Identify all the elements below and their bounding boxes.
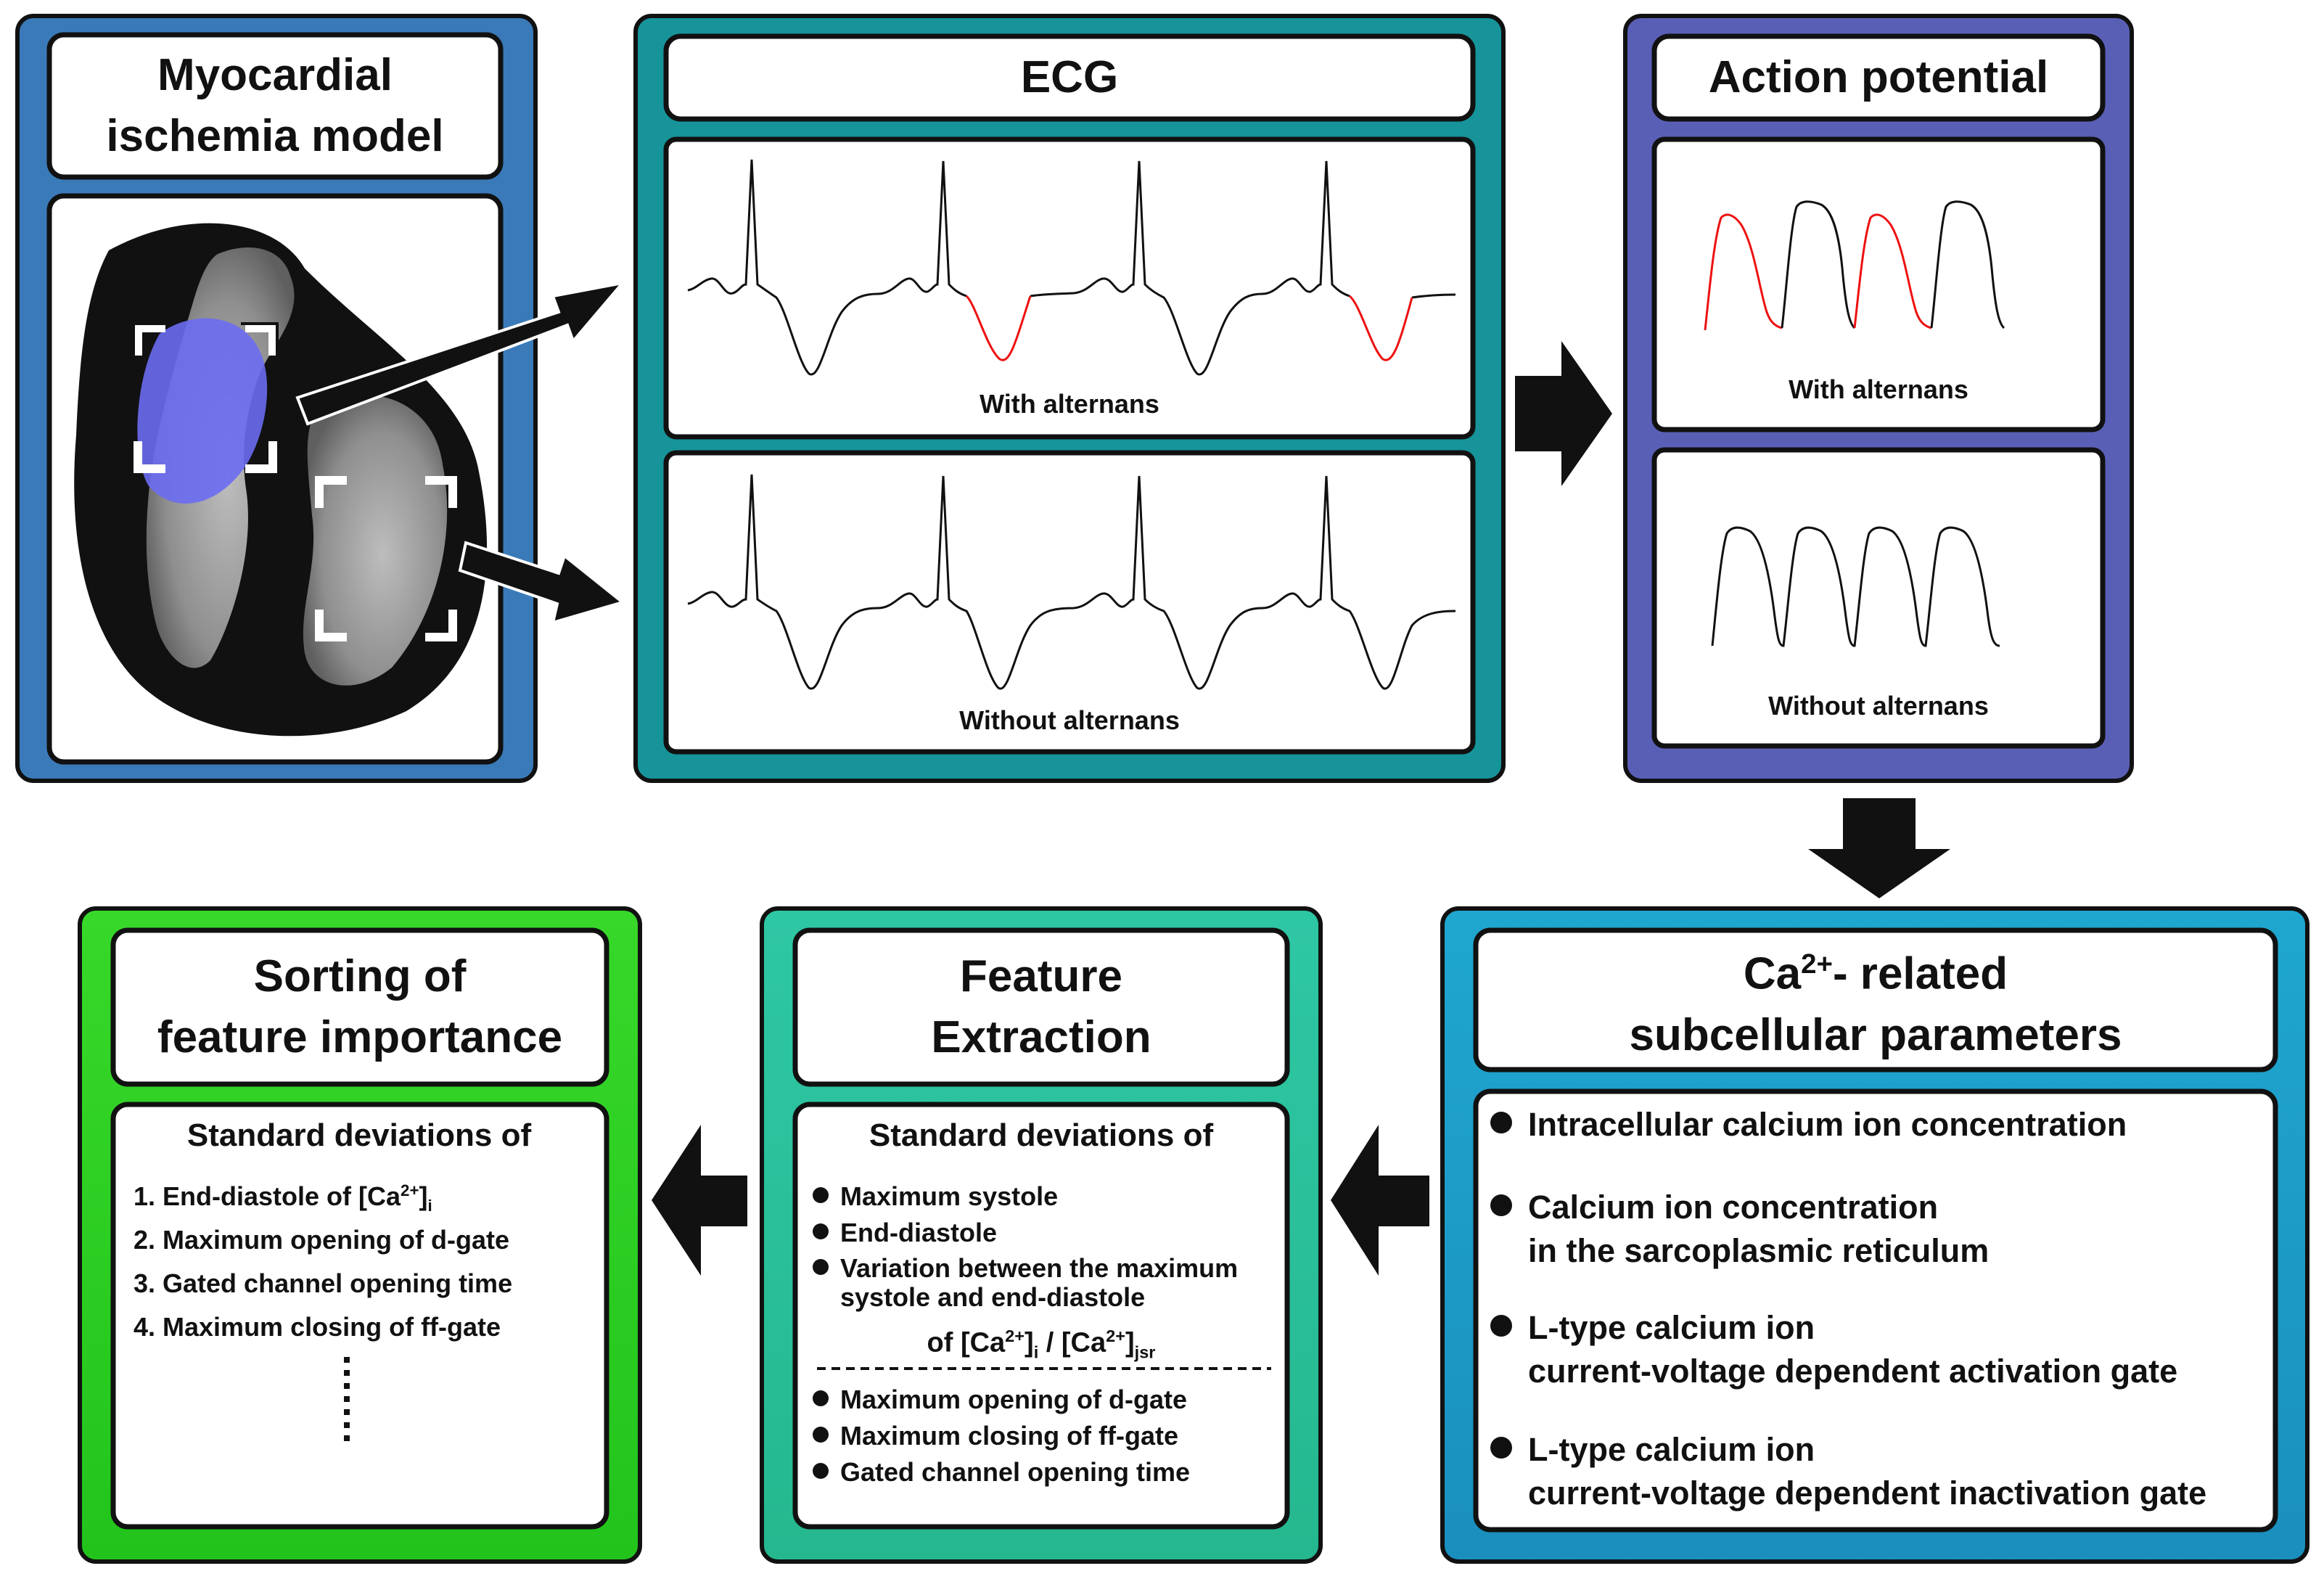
feature-item-6-text: Gated channel opening time [840, 1457, 1191, 1487]
feature-item-2-text: End-diastole [840, 1218, 998, 1247]
bullet-icon [1490, 1437, 1512, 1459]
ca-title-line1: Ca2+- related [1744, 934, 2008, 1005]
sorting-item-1: 1. End-diastole of [Ca2+]i [134, 1181, 432, 1215]
ca-title-sup: 2+ [1801, 948, 1833, 980]
of-slash: / [Ca [1038, 1327, 1106, 1358]
sorting-title: Sorting of feature importance [113, 930, 607, 1084]
feature-title-line1: Feature [960, 951, 1122, 1001]
feature-item-4-text: Maximum opening of d-gate [840, 1385, 1188, 1414]
ca-param-item-1: Intracellular calcium ion concentration [1490, 1106, 2127, 1144]
sorting-item-4: 4. Maximum closing of ff-gate [134, 1312, 501, 1342]
ischemia-title: Myocardial ischemia model [49, 35, 501, 177]
bullet-icon [813, 1427, 829, 1443]
arrow-feature-to-sorting [652, 1125, 747, 1276]
bullet-icon [813, 1463, 829, 1480]
sorting-item-2: 2. Maximum opening of d-gate [134, 1225, 510, 1255]
feature-item-variation: Variation between the maximum systole an… [813, 1254, 1238, 1312]
of-mid: ] [1025, 1327, 1034, 1358]
ca-title-suffix: - related [1832, 948, 2008, 999]
ecg-title: ECG [666, 36, 1473, 119]
of-sub2: jsr [1134, 1342, 1156, 1362]
feature-item-opening-time: Gated channel opening time [813, 1457, 1190, 1488]
ap-caption-with: With alternans [1789, 374, 1968, 404]
ca-param-item-3: L-type calcium ion current-voltage depen… [1490, 1306, 2177, 1393]
ca-param-1-line1: Intracellular calcium ion concentration [1528, 1106, 2127, 1143]
sorting-list: Standard deviations of 1. End-diastole o… [123, 1115, 595, 1521]
ca-title-prefix: Ca [1743, 948, 1802, 999]
ca-params-list: Intracellular calcium ion concentration … [1490, 1106, 2267, 1519]
ap-caption-without: Without alternans [1768, 691, 1989, 721]
bullet-icon [813, 1390, 829, 1407]
ap-title-text: Action potential [1708, 52, 2049, 102]
ca-param-item-2: Calcium ion concentration in the sarcopl… [1490, 1186, 1989, 1273]
feature-title-line2: Extraction [931, 1012, 1151, 1062]
ca-param-2-line1: Calcium ion concentration [1528, 1189, 1939, 1226]
ap-with-alternans-trace [1704, 200, 2005, 331]
bullet-icon [1490, 1194, 1512, 1217]
arrow-ap-to-ca [1808, 798, 1950, 898]
sorting-heading: Standard deviations of [186, 1117, 532, 1153]
feature-item-3-line2: systole and end-diastole [840, 1282, 1146, 1312]
arrow-ca-to-feature [1331, 1125, 1429, 1276]
ca-title-line2: subcellular parameters [1629, 1009, 2122, 1060]
arrow-to-ecg-without [458, 541, 626, 625]
feature-item-d-gate: Maximum opening of d-gate [813, 1385, 1187, 1415]
ca-param-3-line1: L-type calcium ion [1528, 1309, 1815, 1346]
feature-item-1-text: Maximum systole [840, 1181, 1059, 1211]
ecg-caption-with: With alternans [980, 389, 1159, 419]
of-sub1: i [1033, 1342, 1039, 1362]
bullet-icon [813, 1223, 829, 1240]
ecg-alternans-highlight [965, 295, 1413, 361]
of-prefix: of [Ca [927, 1327, 1006, 1358]
ca-param-3-line2: current-voltage dependent activation gat… [1528, 1353, 2178, 1390]
heart-image [46, 193, 504, 765]
sorting-item-1-sup: 2+ [401, 1181, 419, 1199]
sorting-item-1-prefix: 1. End-diastole of [Ca [134, 1181, 401, 1211]
sorting-item-3: 3. Gated channel opening time [134, 1268, 513, 1298]
ecg-without-alternans-trace [687, 474, 1456, 690]
feature-item-ff-gate: Maximum closing of ff-gate [813, 1421, 1178, 1451]
ecg-with-alternans-trace [687, 159, 1456, 376]
of-sup1: 2+ [1005, 1326, 1025, 1345]
ca-param-4-line2: current-voltage dependent inactivation g… [1528, 1475, 2207, 1512]
feature-title: Feature Extraction [795, 930, 1287, 1084]
feature-heading: Standard deviations of [869, 1117, 1214, 1153]
ischemia-title-line1: Myocardial [157, 50, 393, 100]
bullet-icon [1490, 1112, 1512, 1134]
bullet-icon [813, 1187, 829, 1204]
ischemia-title-line2: ischemia model [106, 111, 444, 161]
sorting-title-line1: Sorting of [253, 951, 467, 1001]
bullet-icon [813, 1259, 829, 1276]
feature-item-end-diastole: End-diastole [813, 1218, 997, 1248]
of-end: ] [1125, 1327, 1135, 1358]
arrow-ecg-to-ap [1515, 341, 1612, 486]
feature-item-max-systole: Maximum systole [813, 1181, 1058, 1212]
feature-item-3-line1: Variation between the maximum [840, 1253, 1239, 1283]
feature-list: Standard deviations of Maximum systole E… [805, 1115, 1277, 1521]
region-bracket-normal [315, 476, 457, 641]
ca-param-item-4: L-type calcium ion current-voltage depen… [1490, 1428, 2206, 1515]
ecg-title-text: ECG [1020, 52, 1119, 102]
ap-without-alternans-trace [1711, 526, 2000, 647]
sorting-item-1-sub: i [427, 1197, 432, 1215]
ca-param-4-line1: L-type calcium ion [1528, 1431, 1815, 1468]
arrow-to-ecg-with [295, 280, 627, 426]
feature-item-5-text: Maximum closing of ff-gate [840, 1421, 1179, 1451]
ca-title: Ca2+- related subcellular parameters [1476, 930, 2275, 1070]
feature-of-ca-ratio: of [Ca2+]i / [Ca2+]jsr [805, 1326, 1277, 1362]
sorting-item-1-end: ] [419, 1181, 428, 1211]
bullet-icon [1490, 1315, 1512, 1337]
region-bracket-ischemic [134, 324, 277, 473]
of-sup2: 2+ [1106, 1326, 1125, 1345]
ca-param-2-line2: in the sarcoplasmic reticulum [1528, 1232, 1990, 1269]
ap-title: Action potential [1654, 36, 2103, 119]
ecg-caption-without: Without alternans [959, 705, 1180, 735]
sorting-title-line2: feature importance [157, 1012, 563, 1062]
